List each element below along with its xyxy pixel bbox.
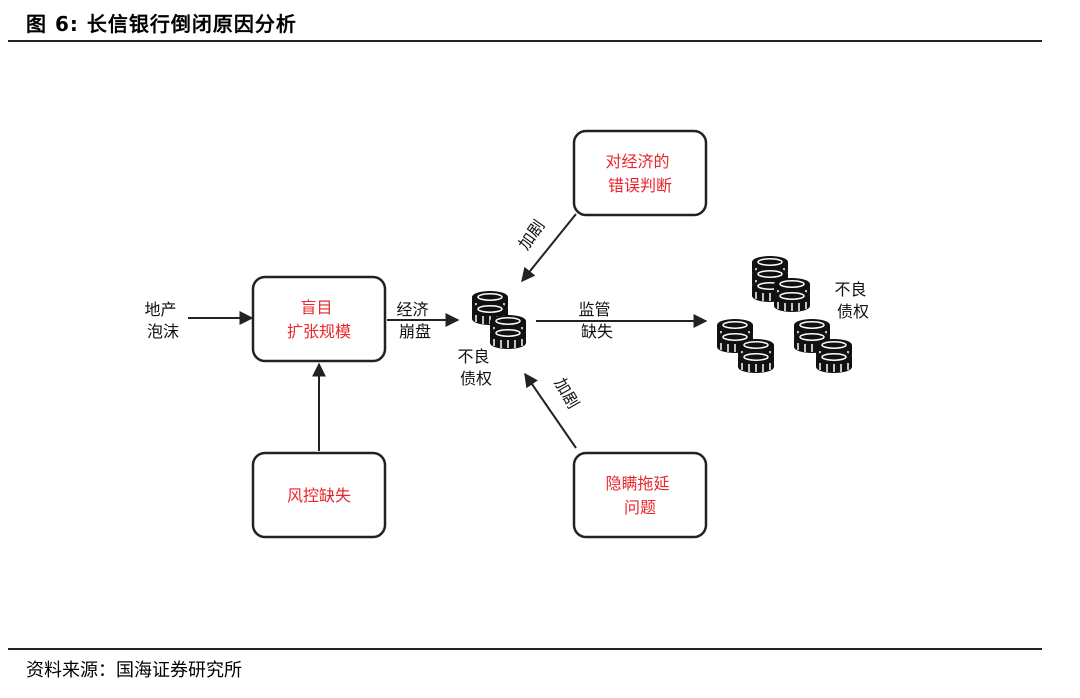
box-blind-expansion: 盲目 扩张规模 <box>251 275 387 363</box>
label-bad-debt-large: 不良 债权 <box>834 280 871 321</box>
label-aggravate-bottom: 加剧 <box>551 375 583 412</box>
label-regulation-gap: 监管 缺失 <box>578 300 615 341</box>
title-rule <box>8 40 1042 42</box>
figure-title: 图 6: 长信银行倒闭原因分析 <box>26 12 297 36</box>
arrow-concealment-to-bad-debt <box>524 372 577 449</box>
svg-text:对经济的 错误判断: 对经济的 错误判断 <box>605 152 674 195</box>
svg-text:隐瞒拖延 问题: 隐瞒拖延 问题 <box>605 474 674 517</box>
arrow-misjudgment-to-bad-debt <box>521 213 577 283</box>
box-concealment-delay: 隐瞒拖延 问题 <box>572 451 708 539</box>
label-real-estate-bubble: 地产 泡沫 <box>144 300 181 341</box>
label-aggravate-top: 加剧 <box>515 216 549 253</box>
footer-rule <box>8 648 1042 650</box>
svg-text:盲目 扩张规模: 盲目 扩张规模 <box>287 298 351 341</box>
label-bad-debt-small: 不良 债权 <box>457 347 494 388</box>
coin-stack-icon <box>471 290 527 350</box>
coin-stack-icon <box>716 255 853 374</box>
svg-text:风控缺失: 风控缺失 <box>287 486 351 505</box>
source-note: 资料来源：国海证券研究所 <box>26 660 242 681</box>
box-risk-control-gap: 风控缺失 <box>251 451 387 539</box>
box-economic-misjudgment: 对经济的 错误判断 <box>572 129 708 217</box>
label-economic-collapse: 经济 崩盘 <box>396 300 433 341</box>
